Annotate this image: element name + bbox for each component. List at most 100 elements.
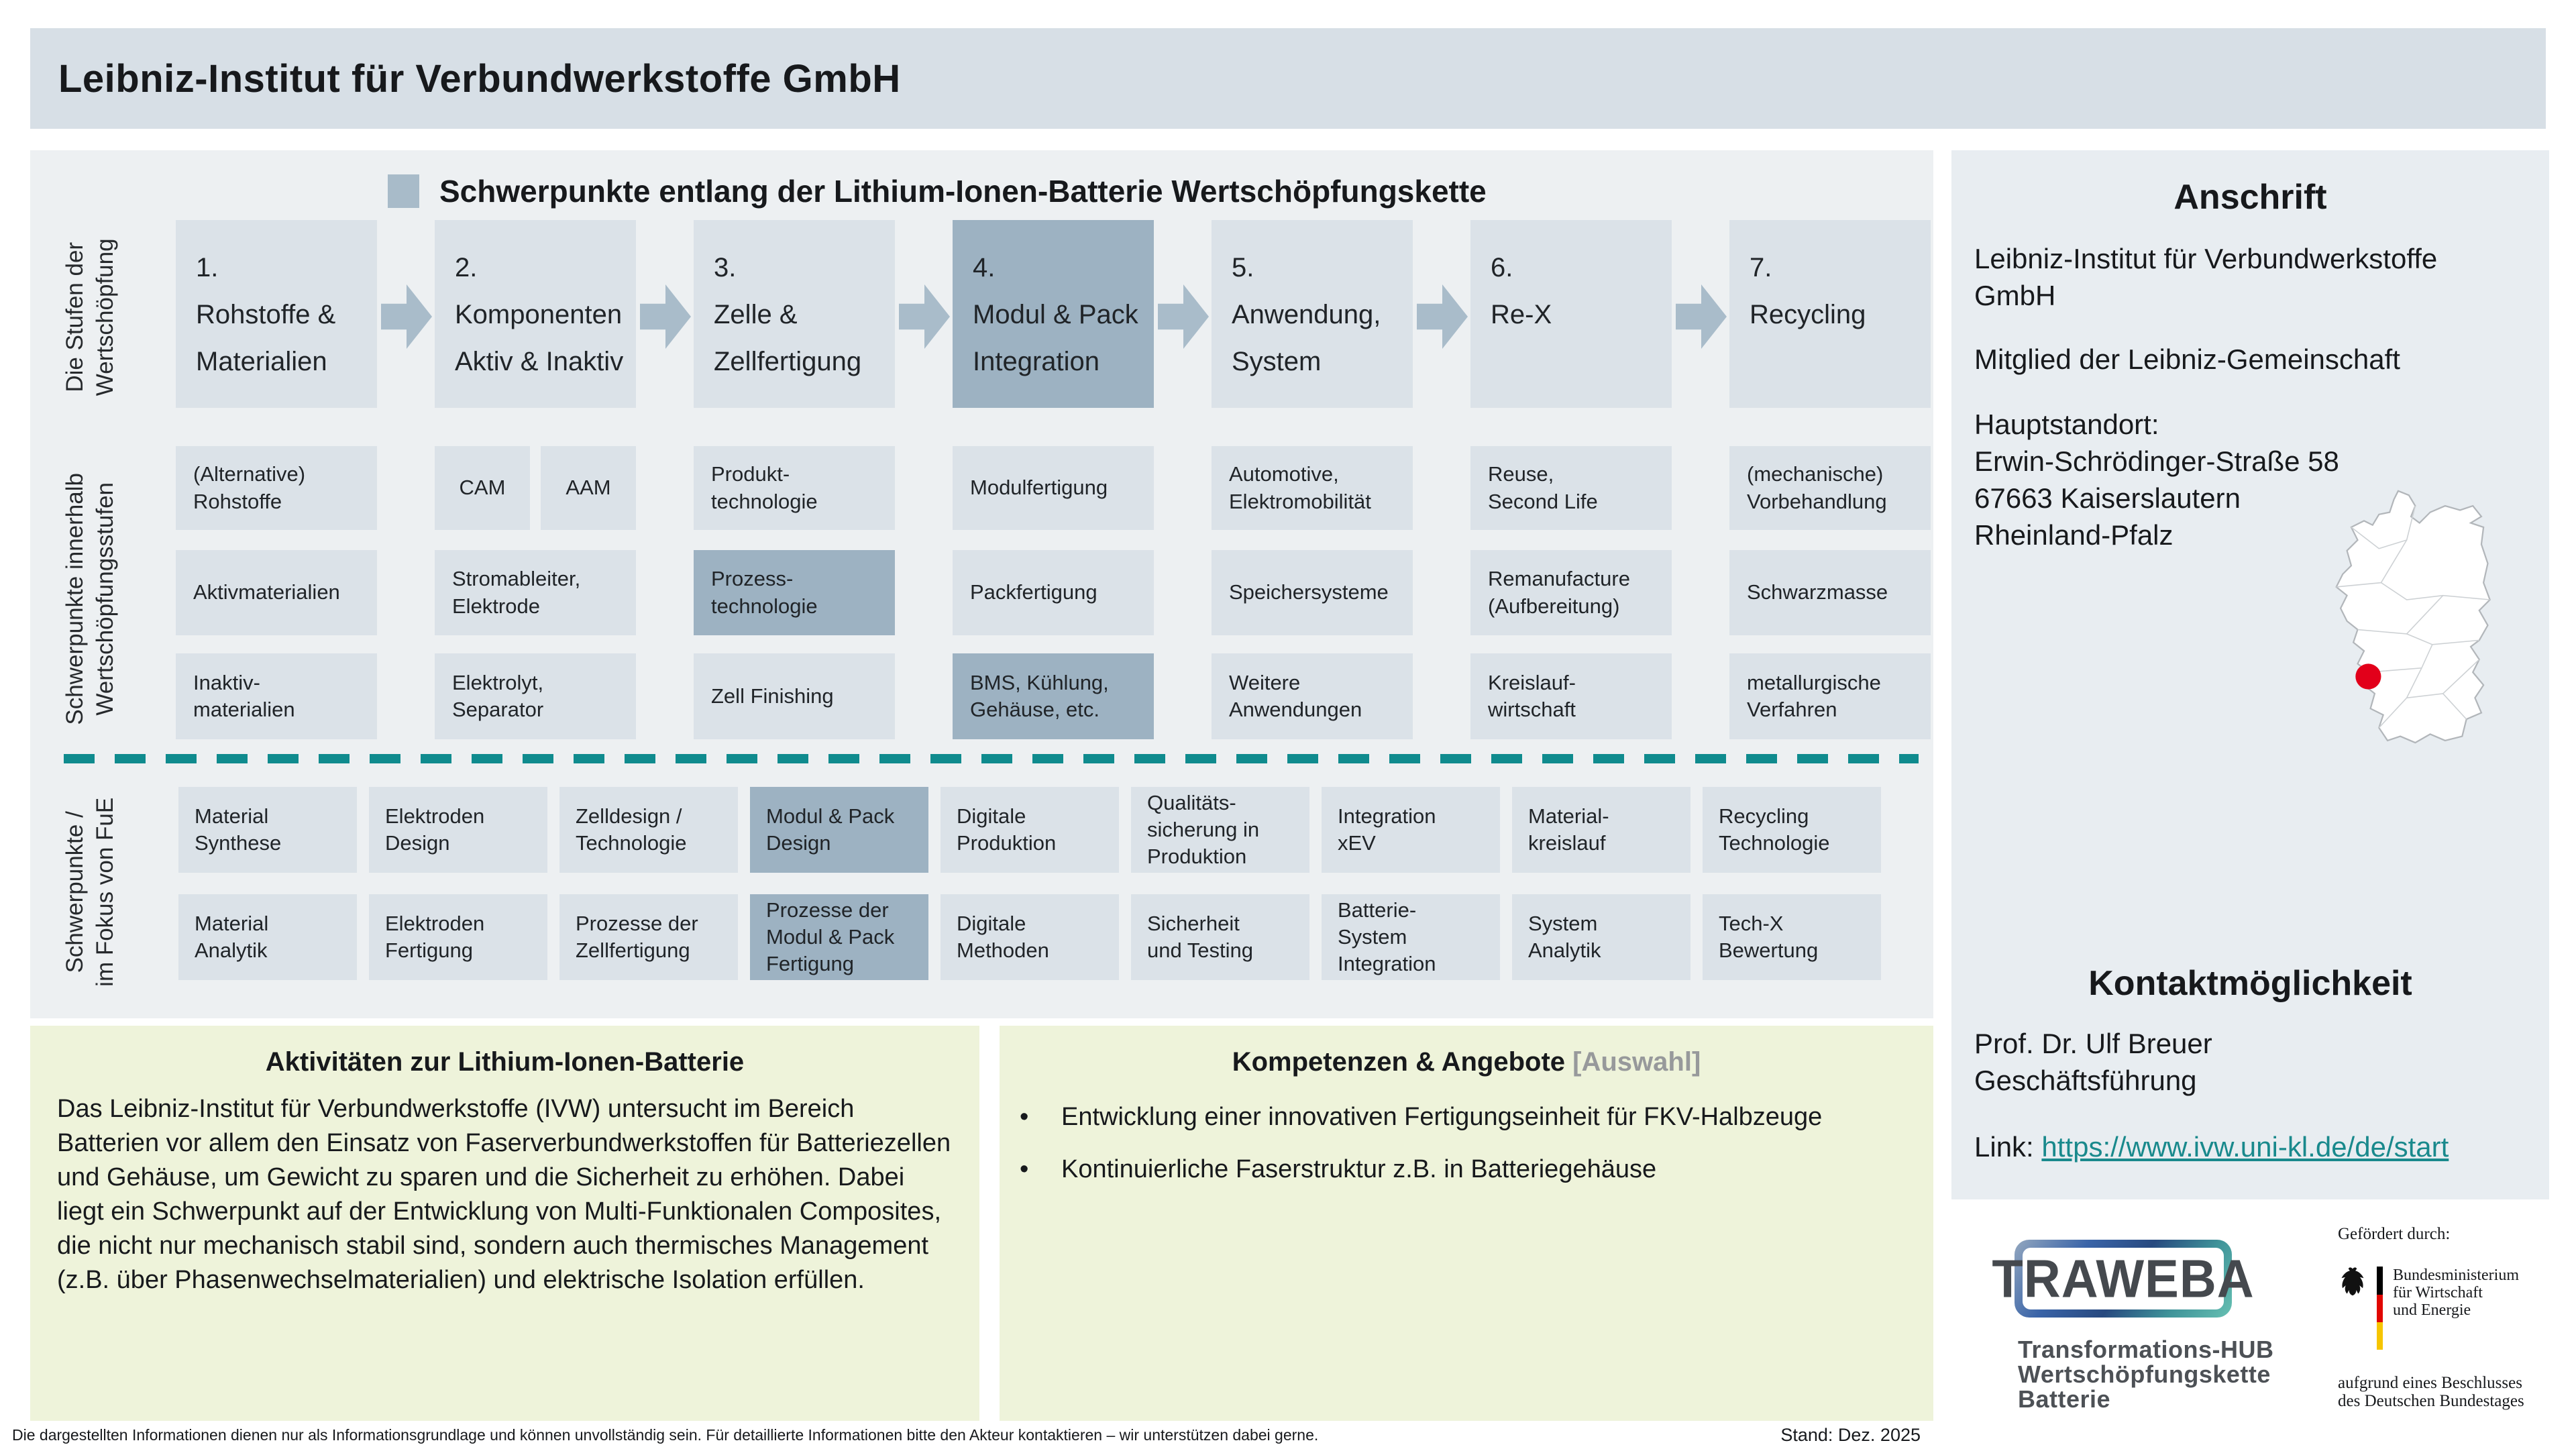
fue-box-material-analytik: Material Analytik: [178, 894, 357, 980]
competences-bullet: Entwicklung einer innovativen Fertigungs…: [1020, 1100, 1913, 1134]
membership-line: Mitglied der Leibniz-Gemeinschaft: [1974, 343, 2400, 375]
fue-box-batterie-system-integration: Batterie- System Integration: [1322, 894, 1500, 980]
stand-date: Stand: Dez. 2025: [1780, 1425, 1921, 1445]
fue-box-digitale-methoden: Digitale Methoden: [941, 894, 1119, 980]
link-row: Link: https://www.ivw.uni-kl.de/de/start: [1974, 1128, 2533, 1165]
within-box-stromableiter: Stromableiter, Elektrode: [435, 550, 636, 635]
stage-box-7: 7. Recycling: [1729, 220, 1931, 408]
federal-eagle-icon: [2337, 1265, 2369, 1297]
germany-map: [2304, 481, 2518, 765]
funding-heading: Gefördert durch:: [2338, 1225, 2451, 1243]
stage-number: 1.: [196, 253, 219, 282]
competences-box: Kompetenzen & Angebote [Auswahl] Entwick…: [1000, 1026, 1933, 1421]
fue-box-sicherheit-testing: Sicherheit und Testing: [1131, 894, 1309, 980]
within-box-alternative-rohstoffe: (Alternative) Rohstoffe: [176, 446, 377, 530]
fue-box-material-synthese: Material Synthese: [178, 787, 357, 873]
stage-box-3: 3. Zelle & Zellfertigung: [694, 220, 895, 408]
activities-box: Aktivitäten zur Lithium-Ionen-Batterie D…: [30, 1026, 979, 1421]
within-box-bms-highlighted: BMS, Kühlung, Gehäuse, etc.: [953, 653, 1154, 739]
anschrift-title: Anschrift: [2174, 178, 2327, 217]
competences-title: Kompetenzen & Angebote [Auswahl]: [1000, 1026, 1933, 1077]
within-box-zell-finishing: Zell Finishing: [694, 653, 895, 739]
stage-number: 3.: [714, 253, 737, 282]
competences-title-main: Kompetenzen & Angebote: [1232, 1047, 1566, 1077]
within-box-remanufacture: Remanufacture (Aufbereitung): [1470, 550, 1672, 635]
stage-number: 5.: [1232, 253, 1254, 282]
funding-note: aufgrund eines Beschlusses des Deutschen…: [2338, 1374, 2524, 1410]
flag-black: [2377, 1267, 2383, 1295]
within-box-reuse: Reuse, Second Life: [1470, 446, 1672, 530]
location-label: Hauptstandort:: [1974, 409, 2159, 440]
ministry-name: Bundesministerium für Wirtschaft und Ene…: [2393, 1267, 2519, 1319]
location-block: Hauptstandort: Erwin-Schrödinger-Straße …: [1951, 406, 2549, 553]
within-box-inaktivmaterialien: Inaktiv- materialien: [176, 653, 377, 739]
within-box-aam: AAM: [541, 446, 636, 530]
link-label: Link:: [1974, 1131, 2042, 1163]
activities-body: Das Leibniz-Institut für Verbundwerkstof…: [57, 1095, 951, 1294]
stage-box-2: 2. Komponenten Aktiv & Inaktiv: [435, 220, 636, 408]
within-box-elektrolyt: Elektrolyt, Separator: [435, 653, 636, 739]
within-box-produkttechnologie: Produkt- technologie: [694, 446, 895, 530]
fue-box-digitale-produktion: Digitale Produktion: [941, 787, 1119, 873]
street-line: Erwin-Schrödinger-Straße 58: [1974, 445, 2339, 477]
fue-box-elektroden-fertigung: Elektroden Fertigung: [369, 894, 547, 980]
activities-title: Aktivitäten zur Lithium-Ionen-Batterie: [265, 1047, 745, 1077]
within-box-speichersysteme: Speichersysteme: [1212, 550, 1413, 635]
fue-box-prozesse-modul-pack-highlighted: Prozesse der Modul & Pack Fertigung: [750, 894, 928, 980]
fue-box-system-analytik: System Analytik: [1512, 894, 1690, 980]
stage-label: Zelle & Zellfertigung: [714, 300, 862, 376]
website-link[interactable]: https://www.ivw.uni-kl.de/de/start: [2041, 1131, 2449, 1163]
fue-box-modul-pack-design-highlighted: Modul & Pack Design: [750, 787, 928, 873]
stage-box-4-highlighted: 4.Modul & Pack Integration: [953, 220, 1154, 408]
address-sidebar: Anschrift Leibniz-Institut für Verbundwe…: [1951, 150, 2549, 1199]
traweba-tagline: Transformations-HUB Wertschöpfungskette …: [2018, 1336, 2274, 1413]
stage-label: Rohstoffe & Materialien: [196, 300, 336, 376]
within-box-metallurgische-verfahren: metallurgische Verfahren: [1729, 653, 1931, 739]
germany-map-svg: [2335, 490, 2491, 744]
competences-title-suffix: [Auswahl]: [1565, 1047, 1701, 1077]
within-box-prozesstechnologie-highlighted: Prozess- technologie: [694, 550, 895, 635]
flag-stripe-icon: [2377, 1267, 2383, 1350]
state-line: Rheinland-Pfalz: [1974, 519, 2174, 551]
contact-name: Prof. Dr. Ulf Breuer: [1974, 1028, 2212, 1059]
city-line: 67663 Kaiserslautern: [1974, 482, 2241, 514]
teal-dashed-divider: [64, 754, 1919, 763]
stage-number: 6.: [1491, 253, 1513, 282]
stage-label: Recycling: [1750, 300, 1866, 329]
fue-box-prozesse-zellfertigung: Prozesse der Zellfertigung: [559, 894, 738, 980]
flag-red: [2377, 1295, 2383, 1322]
stage-label: Komponenten Aktiv & Inaktiv: [455, 300, 624, 376]
section-heading: Schwerpunkte entlang der Lithium-Ionen-B…: [439, 174, 1487, 209]
traweba-logo: TRAWEBA: [1992, 1240, 2254, 1318]
stage-number: 7.: [1750, 253, 1772, 282]
within-box-schwarzmasse: Schwarzmasse: [1729, 550, 1931, 635]
stage-label: Anwendung, System: [1232, 300, 1381, 376]
stage-box-1: 1. Rohstoffe & Materialien: [176, 220, 377, 408]
fue-box-materialkreislauf: Material- kreislauf: [1512, 787, 1690, 873]
within-box-kreislaufwirtschaft: Kreislauf- wirtschaft: [1470, 653, 1672, 739]
fue-box-recycling-technologie: Recycling Technologie: [1703, 787, 1881, 873]
footer-disclaimer: Die dargestellten Informationen dienen n…: [12, 1426, 1319, 1444]
fue-box-tech-x-bewertung: Tech-X Bewertung: [1703, 894, 1881, 980]
flag-gold: [2377, 1322, 2383, 1350]
contact-role: Geschäftsführung: [1974, 1065, 2197, 1096]
fue-box-elektroden-design: Elektroden Design: [369, 787, 547, 873]
fue-box-integration-xev: Integration xEV: [1322, 787, 1500, 873]
within-box-automotive: Automotive, Elektromobilität: [1212, 446, 1413, 530]
stage-box-5: 5. Anwendung, System: [1212, 220, 1413, 408]
competences-list: Entwicklung einer innovativen Fertigungs…: [1020, 1100, 1913, 1187]
traweba-wordmark: TRAWEBA: [1992, 1248, 2255, 1309]
stage-number: 4.: [973, 253, 996, 282]
legend-square-icon: [388, 174, 419, 208]
within-box-packfertigung: Packfertigung: [953, 550, 1154, 635]
fue-box-qualitaetssicherung: Qualitäts- sicherung in Produktion: [1131, 787, 1309, 873]
stage-box-6: 6. Re-X: [1470, 220, 1672, 408]
within-box-modulfertigung: Modulfertigung: [953, 446, 1154, 530]
org-name: Leibniz-Institut für Verbundwerkstoffe G…: [1974, 243, 2438, 311]
contact-title: Kontaktmöglichkeit: [2088, 964, 2412, 1003]
stage-number: 2.: [455, 253, 478, 282]
fue-box-zelldesign: Zelldesign / Technologie: [559, 787, 738, 873]
within-box-aktivmaterialien: Aktivmaterialien: [176, 550, 377, 635]
within-box-cam: CAM: [435, 446, 530, 530]
stage-label: Re-X: [1491, 300, 1552, 329]
